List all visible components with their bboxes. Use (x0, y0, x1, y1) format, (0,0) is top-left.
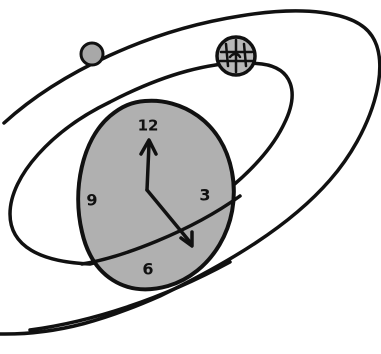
clock: 12 3 6 9 (78, 101, 240, 290)
patterned-planet (217, 37, 255, 75)
clock-numeral-6: 6 (142, 260, 153, 279)
clock-numeral-3: 3 (199, 186, 210, 205)
clock-numeral-12: 12 (138, 117, 159, 135)
clock-hour-hand (147, 144, 149, 190)
clock-numeral-9: 9 (86, 191, 97, 210)
small-planet-body (81, 43, 103, 65)
small-planet (81, 43, 103, 65)
